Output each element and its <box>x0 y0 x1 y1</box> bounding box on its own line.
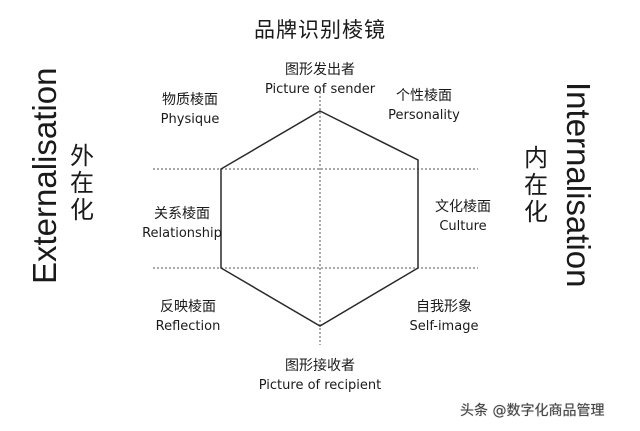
facet-zh: 反映棱面 <box>160 299 216 315</box>
facet-zh: 图形发出者 <box>285 62 355 78</box>
externalisation-zh: 外 在 化 <box>68 143 96 224</box>
char: 在 <box>70 169 94 197</box>
char: 化 <box>70 196 94 224</box>
watermark: 头条 @数字化商品管理 <box>460 403 605 419</box>
facet-en: Self-image <box>409 319 479 334</box>
char: 内 <box>524 144 548 172</box>
facet-picture-of-sender: 图形发出者 Picture of sender <box>240 61 400 99</box>
facet-reflection: 反映棱面 Reflection <box>148 298 228 336</box>
facet-en: Reflection <box>155 319 221 334</box>
facet-zh: 关系棱面 <box>154 206 210 222</box>
facet-en: Personality <box>388 108 460 123</box>
internalisation-label: Internalisation <box>560 82 597 288</box>
facet-zh: 物质棱面 <box>162 92 218 108</box>
facet-picture-of-recipient: 图形接收者 Picture of recipient <box>240 357 400 395</box>
facet-culture: 文化棱面 Culture <box>428 198 498 236</box>
diagram-title: 品牌识别棱镜 <box>254 18 386 42</box>
facet-zh: 个性棱面 <box>396 88 452 104</box>
facet-personality: 个性棱面 Personality <box>384 87 464 125</box>
facet-relationship: 关系棱面 Relationship <box>134 205 230 243</box>
facet-zh: 文化棱面 <box>435 199 491 215</box>
hexagon-prism <box>220 110 419 327</box>
char: 化 <box>524 198 548 226</box>
char: 在 <box>524 171 548 199</box>
internalisation-zh: 内 在 化 <box>522 145 550 226</box>
facet-self-image: 自我形象 Self-image <box>404 298 484 336</box>
facet-en: Picture of recipient <box>258 378 382 393</box>
facet-en: Culture <box>439 219 487 234</box>
facet-zh: 自我形象 <box>416 299 472 315</box>
facet-en: Picture of sender <box>264 82 376 97</box>
facet-zh: 图形接收者 <box>285 358 355 374</box>
facet-physique: 物质棱面 Physique <box>140 91 240 129</box>
facet-en: Physique <box>160 112 220 127</box>
externalisation-label: Externalisation <box>26 67 63 284</box>
char: 外 <box>70 142 94 170</box>
facet-en: Relationship <box>142 226 222 241</box>
